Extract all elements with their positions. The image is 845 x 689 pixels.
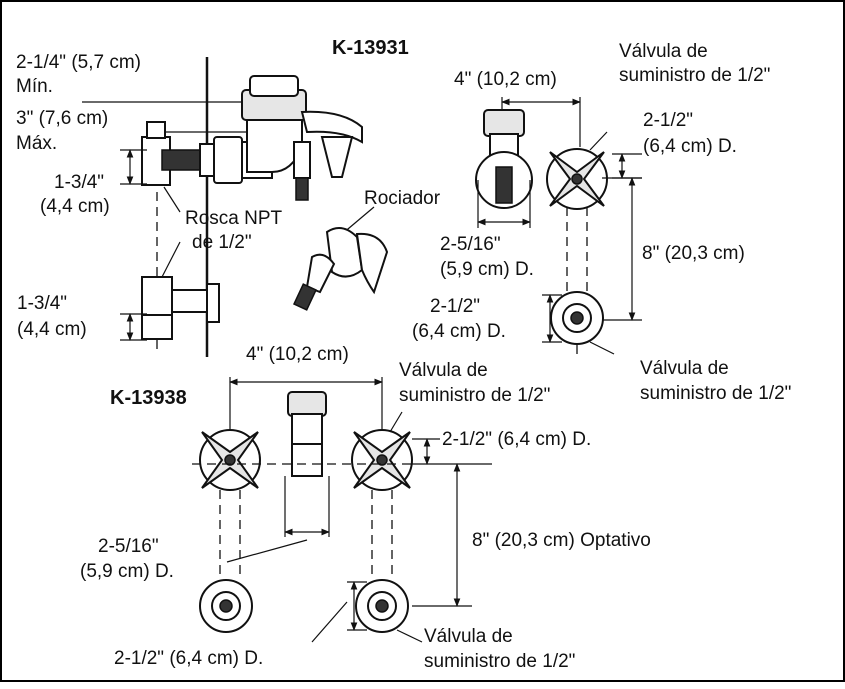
k13931-top-valve-size-label: suministro de 1/2"	[619, 65, 770, 86]
thread-label: Rosca NPT	[185, 208, 283, 229]
k13938-bottom-valve-size-label: suministro de 1/2"	[424, 651, 575, 672]
upper-height-metric-label: (4,4 cm)	[40, 196, 110, 217]
k13938-bottom-diameter-label: 2-1/2" (6,4 cm) D.	[114, 648, 263, 669]
k13938-top-valve-label: Válvula de	[399, 360, 488, 381]
k13931-bottom-diameter-metric-label: (6,4 cm) D.	[412, 321, 506, 342]
k13938-top-diameter-label: 2-1/2" (6,4 cm) D.	[442, 429, 591, 450]
k13931-top-valve-label: Válvula de	[619, 41, 708, 62]
sprayer-drawing	[293, 206, 389, 311]
k13938-drawing	[192, 377, 492, 643]
upper-height-label: 1-3/4"	[54, 172, 104, 193]
k13938-bottom-valve-label: Válvula de	[424, 626, 513, 647]
min-label: Mín.	[16, 76, 53, 97]
k13931-drawing	[475, 97, 642, 357]
model-label-k13938: K-13938	[110, 387, 187, 409]
lower-height-label: 1-3/4"	[17, 293, 67, 314]
lower-height-metric-label: (4,4 cm)	[17, 319, 87, 340]
k13938-spout-diameter-label: 2-5/16"	[98, 536, 159, 557]
sprayer-label: Rociador	[364, 188, 441, 209]
thread-size-label: de 1/2"	[192, 232, 252, 253]
k13931-bottom-valve-label: Válvula de	[640, 358, 729, 379]
k13931-bottom-valve-size-label: suministro de 1/2"	[640, 383, 791, 404]
k13931-bottom-diameter-label: 2-1/2"	[430, 296, 480, 317]
k13931-width-label: 4" (10,2 cm)	[454, 69, 557, 90]
max-dimension-label: 3" (7,6 cm)	[16, 108, 108, 129]
k13938-height-label: 8" (20,3 cm) Optativo	[472, 530, 651, 551]
model-label-k13931: K-13931	[332, 37, 409, 59]
k13931-top-diameter-label: 2-1/2"	[643, 110, 693, 131]
max-label: Máx.	[16, 133, 57, 154]
side-view-drawing	[82, 57, 363, 357]
min-dimension-label: 2-1/4" (5,7 cm)	[16, 52, 141, 73]
k13938-spout-diameter-metric-label: (5,9 cm) D.	[80, 561, 174, 582]
k13931-spout-diameter-label: 2-5/16"	[440, 234, 501, 255]
k13931-height-label: 8" (20,3 cm)	[642, 243, 745, 264]
k13931-top-diameter-metric-label: (6,4 cm) D.	[643, 136, 737, 157]
k13931-spout-diameter-metric-label: (5,9 cm) D.	[440, 259, 534, 280]
k13938-width-label: 4" (10,2 cm)	[246, 344, 349, 365]
k13938-top-valve-size-label: suministro de 1/2"	[399, 385, 550, 406]
